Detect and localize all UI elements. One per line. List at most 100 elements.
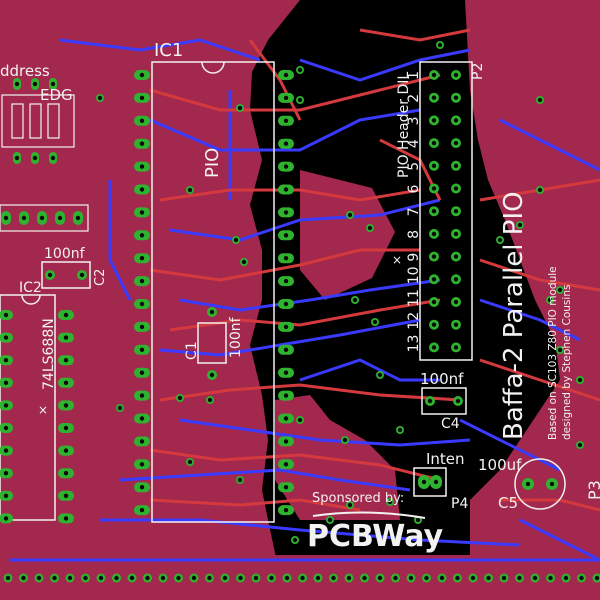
via-drill [237, 105, 243, 111]
edge-connector-pad-drill [98, 575, 104, 581]
ic2-part-label: 74LS688N [41, 318, 57, 390]
edge-connector-pad-drill [176, 575, 181, 581]
edge-connector-pad-drill [517, 575, 522, 581]
ic1-pin-pad-drill [139, 210, 145, 215]
edge-connector-pad-drill [36, 575, 42, 581]
c4-pad-drill [455, 398, 461, 404]
header-pin-number: 12 [406, 312, 422, 330]
via-drill [297, 417, 303, 423]
ic1-function-label: PIO [202, 148, 223, 178]
edge-connector-pad-drill [579, 575, 584, 581]
via-drill [187, 459, 193, 465]
dip-switch-pad-drill [50, 155, 56, 161]
via-drill [297, 97, 303, 103]
resistor-pad-drill [3, 215, 9, 221]
ic2-pin-pad-drill [63, 425, 69, 431]
c5-pad-drill [549, 481, 555, 487]
ic2-pin-pad-drill [3, 471, 9, 476]
header-pin-number: 11 [406, 289, 422, 307]
edge-connector-pad-drill [207, 575, 212, 581]
edge-connector-pad-drill [5, 575, 11, 581]
header-pin-pad-drill [431, 118, 437, 123]
ic1-pin-pad-drill [139, 462, 145, 467]
header-pin-number: 8 [406, 230, 422, 239]
header-pin-pad-drill [431, 299, 437, 305]
via-drill [292, 537, 298, 543]
top-traces [149, 28, 600, 512]
via-drill [187, 187, 193, 193]
header-pin-pad-drill [453, 72, 459, 78]
p2-label: P2 [470, 63, 486, 80]
sponsor-label: Sponsored by: [312, 491, 404, 506]
ic1-pin-pad-drill [283, 507, 289, 513]
resistor-pad-drill [57, 215, 63, 221]
ic2-pin-pad-drill [3, 425, 9, 431]
via-drill [241, 259, 247, 265]
via-drill [117, 405, 123, 411]
via-drill [377, 372, 383, 378]
header-pin-pad-drill [453, 231, 459, 237]
c5-pad-drill [525, 481, 531, 487]
header-pin-pad-drill [431, 163, 437, 168]
ic1-pin-pad-drill [283, 118, 289, 124]
p3-label: P3 [585, 480, 600, 500]
header-pin-pad-drill [431, 209, 437, 214]
edge-connector-pad-drill [238, 575, 243, 581]
header-pin-pad-drill [453, 209, 459, 214]
edge-connector-pad-drill [594, 575, 600, 581]
ic1-pin-pad-drill [139, 141, 145, 146]
edge-connector-pad-drill [145, 575, 150, 581]
edge-connector-pad-drill [114, 575, 119, 581]
header-pin-pad-drill [431, 254, 437, 259]
ic1-pin-pad-drill [283, 439, 289, 444]
edge-connector-pad-drill [284, 575, 290, 581]
header-pin-pad-drill [453, 95, 459, 100]
via-drill [352, 297, 358, 303]
ic2-pin-pad-drill [63, 448, 69, 453]
x-marker-ic2: × [38, 403, 48, 417]
via-drill [177, 395, 183, 401]
via-drill [342, 437, 348, 443]
p4-label: P4 [451, 496, 468, 512]
dip-switch-pad-drill [14, 155, 20, 161]
edge-connector-pad-drill [470, 575, 476, 581]
ic1-pin-pad-drill [283, 324, 289, 330]
ic1-pin-pad-drill [283, 141, 289, 146]
ic1-pin-pad-drill [139, 485, 145, 490]
ic1-pin-pad-drill [283, 164, 289, 169]
header-pin-pad-drill [453, 322, 459, 327]
ic1-pin-pad-drill [283, 393, 289, 398]
header-pin-pad-drill [431, 140, 437, 146]
c1-pad-drill [209, 372, 215, 378]
cap-100nf-mid-label: 100nf [228, 316, 244, 358]
edge-connector-pad-drill [532, 575, 538, 581]
bottom-traces [10, 38, 600, 562]
via-drill [347, 212, 353, 218]
c1-label: C1 [184, 341, 200, 360]
edge-connector-pad-drill [160, 575, 166, 581]
header-pin-pad-drill [431, 72, 437, 78]
copper-pour-right [455, 0, 600, 600]
c4-label: C4 [441, 416, 460, 432]
edge-connector-pad-drill [191, 575, 197, 581]
via-drill [537, 187, 543, 193]
edge-connector-pad-drill [331, 575, 336, 581]
inten-label: Inten [426, 450, 465, 468]
ic1-pin-pad-drill [283, 416, 289, 421]
via-drill [517, 222, 523, 228]
ic2-pin-pad-drill [3, 358, 9, 363]
edge-connector-pad-drill [548, 575, 553, 581]
header-pin-pad-drill [453, 118, 459, 123]
c2-outline [41, 261, 91, 289]
c4-outline [421, 387, 467, 415]
header-pin-pad-drill [453, 345, 459, 350]
header-pin-pad-drill [431, 322, 437, 327]
ic1-pin-pad-drill [139, 507, 145, 513]
c5-outline [514, 458, 566, 510]
c4-pad-drill [427, 398, 433, 404]
dip-switch-pad-drill [14, 81, 20, 87]
via-drill [233, 237, 239, 243]
via-drill [537, 97, 543, 103]
